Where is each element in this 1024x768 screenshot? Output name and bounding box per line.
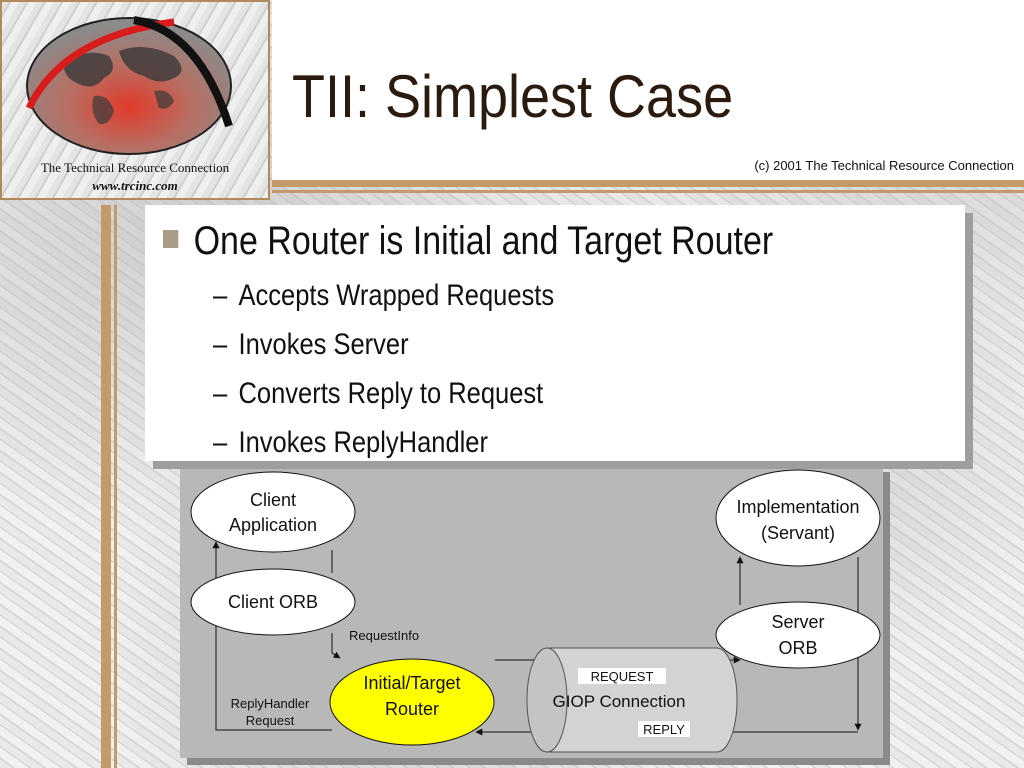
horizontal-accent-line <box>272 190 1024 193</box>
router-label-2: Router <box>385 699 439 719</box>
sub-bullet: –Invokes Server <box>213 328 409 361</box>
vertical-accent-line <box>114 205 117 768</box>
logo-url: www.trcinc.com <box>92 178 178 193</box>
request-label-box <box>578 668 666 684</box>
architecture-diagram: Client Application Client ORB Initial/Ta… <box>180 465 883 758</box>
implementation-label-2: (Servant) <box>761 523 835 543</box>
sub-bullet: –Converts Reply to Request <box>213 377 544 410</box>
sub-bullet-text: Invokes Server <box>238 328 409 361</box>
initial-target-router-node <box>329 658 495 746</box>
logo-company-name: The Technical Resource Connection <box>40 160 230 175</box>
arrow-request-info <box>331 633 341 659</box>
horizontal-accent-bar <box>272 180 1024 187</box>
giop-connection-label: GIOP Connection <box>553 692 686 711</box>
main-bullet-text: One Router is Initial and Target Router <box>193 219 774 263</box>
server-orb-label-2: ORB <box>778 638 817 658</box>
client-orb-node <box>190 568 356 636</box>
client-app-label-1: Client <box>250 490 296 510</box>
sub-bullet-text: Converts Reply to Request <box>238 377 544 410</box>
reply-label-box <box>638 721 690 737</box>
title-area: TII: Simplest Case (c) 2001 The Technica… <box>272 0 1024 180</box>
implementation-servant-node <box>715 469 881 567</box>
slide-title: TII: Simplest Case <box>292 63 734 130</box>
implementation-label-1: Implementation <box>736 497 859 517</box>
server-orb-node <box>715 601 881 669</box>
request-label: REQUEST <box>591 669 654 684</box>
reply-label: REPLY <box>643 722 685 737</box>
square-bullet-icon <box>163 230 179 249</box>
client-application-node <box>190 471 356 553</box>
logo-panel: The Technical Resource Connection www.tr… <box>0 0 270 200</box>
router-label-1: Initial/Target <box>363 673 460 693</box>
diagram-canvas: Client Application Client ORB Initial/Ta… <box>190 469 881 753</box>
request-info-label: RequestInfo <box>349 628 419 643</box>
client-app-label-2: Application <box>229 515 317 535</box>
globe-logo-icon <box>25 16 233 155</box>
sub-bullet-text: Invokes ReplyHandler <box>238 426 488 459</box>
giop-connection-cylinder <box>526 647 738 753</box>
sub-bullet-text: Accepts Wrapped Requests <box>238 279 555 312</box>
main-bullet: One Router is Initial and Target Router <box>163 219 773 264</box>
client-orb-label: Client ORB <box>228 592 318 612</box>
vertical-accent-bar <box>101 205 111 768</box>
sub-bullet: –Invokes ReplyHandler <box>213 426 488 459</box>
copyright-text: (c) 2001 The Technical Resource Connecti… <box>754 158 1014 173</box>
reply-handler-label-1: ReplyHandler <box>231 696 310 711</box>
bullet-text-box: One Router is Initial and Target Router … <box>145 205 965 461</box>
sub-bullet: –Accepts Wrapped Requests <box>213 279 555 312</box>
server-orb-label-1: Server <box>771 612 824 632</box>
reply-handler-label-2: Request <box>246 713 295 728</box>
